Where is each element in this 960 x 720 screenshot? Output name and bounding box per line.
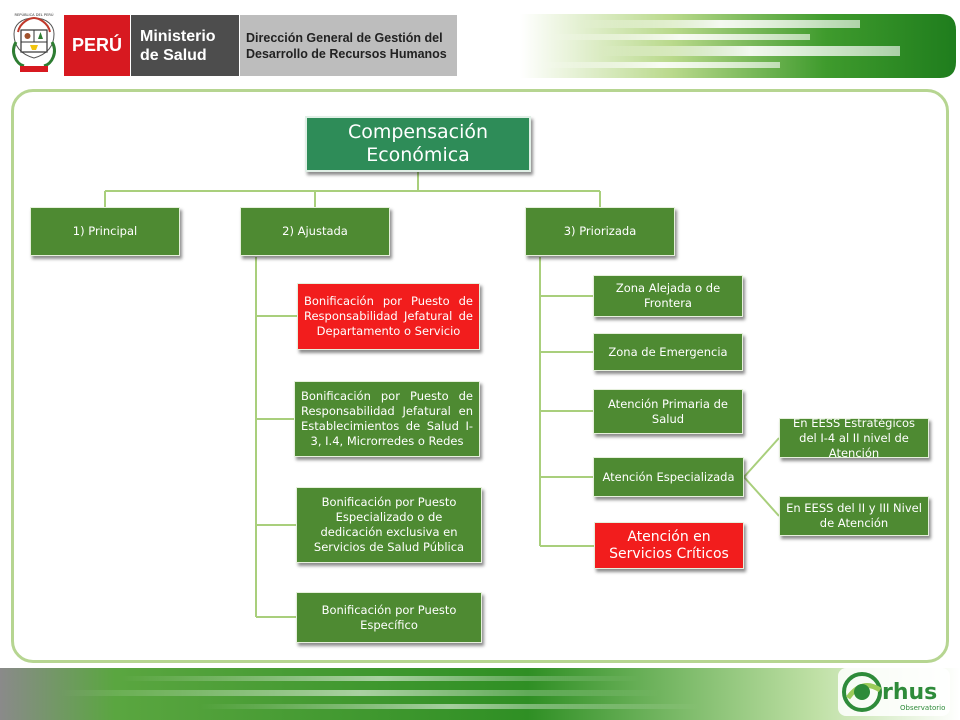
rhus-logo-text: rhus	[882, 680, 937, 705]
priorizada-item-servicios-criticos: Atención en Servicios Críticos	[594, 522, 744, 569]
directorate-line-1: Dirección General de Gestión del	[246, 30, 443, 45]
especializada-item-eess-estrategicos: En EESS Estratégicos del I-4 al II nivel…	[779, 416, 929, 460]
category-priorizada: 3) Priorizada	[525, 207, 675, 256]
diagram-frame	[11, 89, 949, 663]
category-ajustada: 2) Ajustada	[240, 207, 390, 256]
priorizada-item-zona-alejada: Zona Alejada o de Frontera	[593, 275, 743, 317]
directorate-name: Dirección General de Gestión del Desarro…	[240, 15, 457, 76]
category-principal: 1) Principal	[30, 207, 180, 256]
priorizada-item-atencion-especializada: Atención Especializada	[593, 457, 744, 497]
ajustada-item-puesto-especializado: Bonificación por Puesto Especializado o …	[296, 487, 482, 563]
footer-decoration	[0, 668, 960, 720]
rhus-logo-subtext: Observatorio	[900, 704, 945, 712]
especializada-item-eess-ii-iii-nivel: En EESS del II y III Nivel de Atención	[779, 496, 929, 536]
svg-text:REPÚBLICA DEL PERÚ: REPÚBLICA DEL PERÚ	[15, 12, 54, 17]
ministry-line-1: Ministerio	[140, 27, 216, 45]
peru-label: PERÚ	[64, 15, 130, 76]
directorate-line-2: Desarrollo de Recursos Humanos	[246, 46, 447, 61]
priorizada-item-zona-emergencia: Zona de Emergencia	[593, 333, 743, 371]
ajustada-item-puesto-especifico: Bonificación por Puesto Específico	[296, 592, 482, 643]
root-node-compensacion-economica: Compensación Económica	[305, 116, 531, 172]
priorizada-item-atencion-primaria: Atención Primaria de Salud	[593, 389, 743, 434]
ajustada-item-jefatural-departamento: Bonificación por Puesto de Responsabilid…	[297, 283, 480, 350]
ministry-name: Ministerio de Salud	[131, 15, 239, 76]
peru-coat-of-arms-logo: REPÚBLICA DEL PERÚ	[12, 12, 56, 72]
rhus-observatorio-logo: rhus Observatorio	[838, 668, 950, 716]
ministry-line-2: de Salud	[140, 46, 207, 64]
ajustada-item-jefatural-establecimientos: Bonificación por Puesto de Responsabilid…	[294, 381, 480, 457]
header-decoration	[520, 14, 956, 78]
